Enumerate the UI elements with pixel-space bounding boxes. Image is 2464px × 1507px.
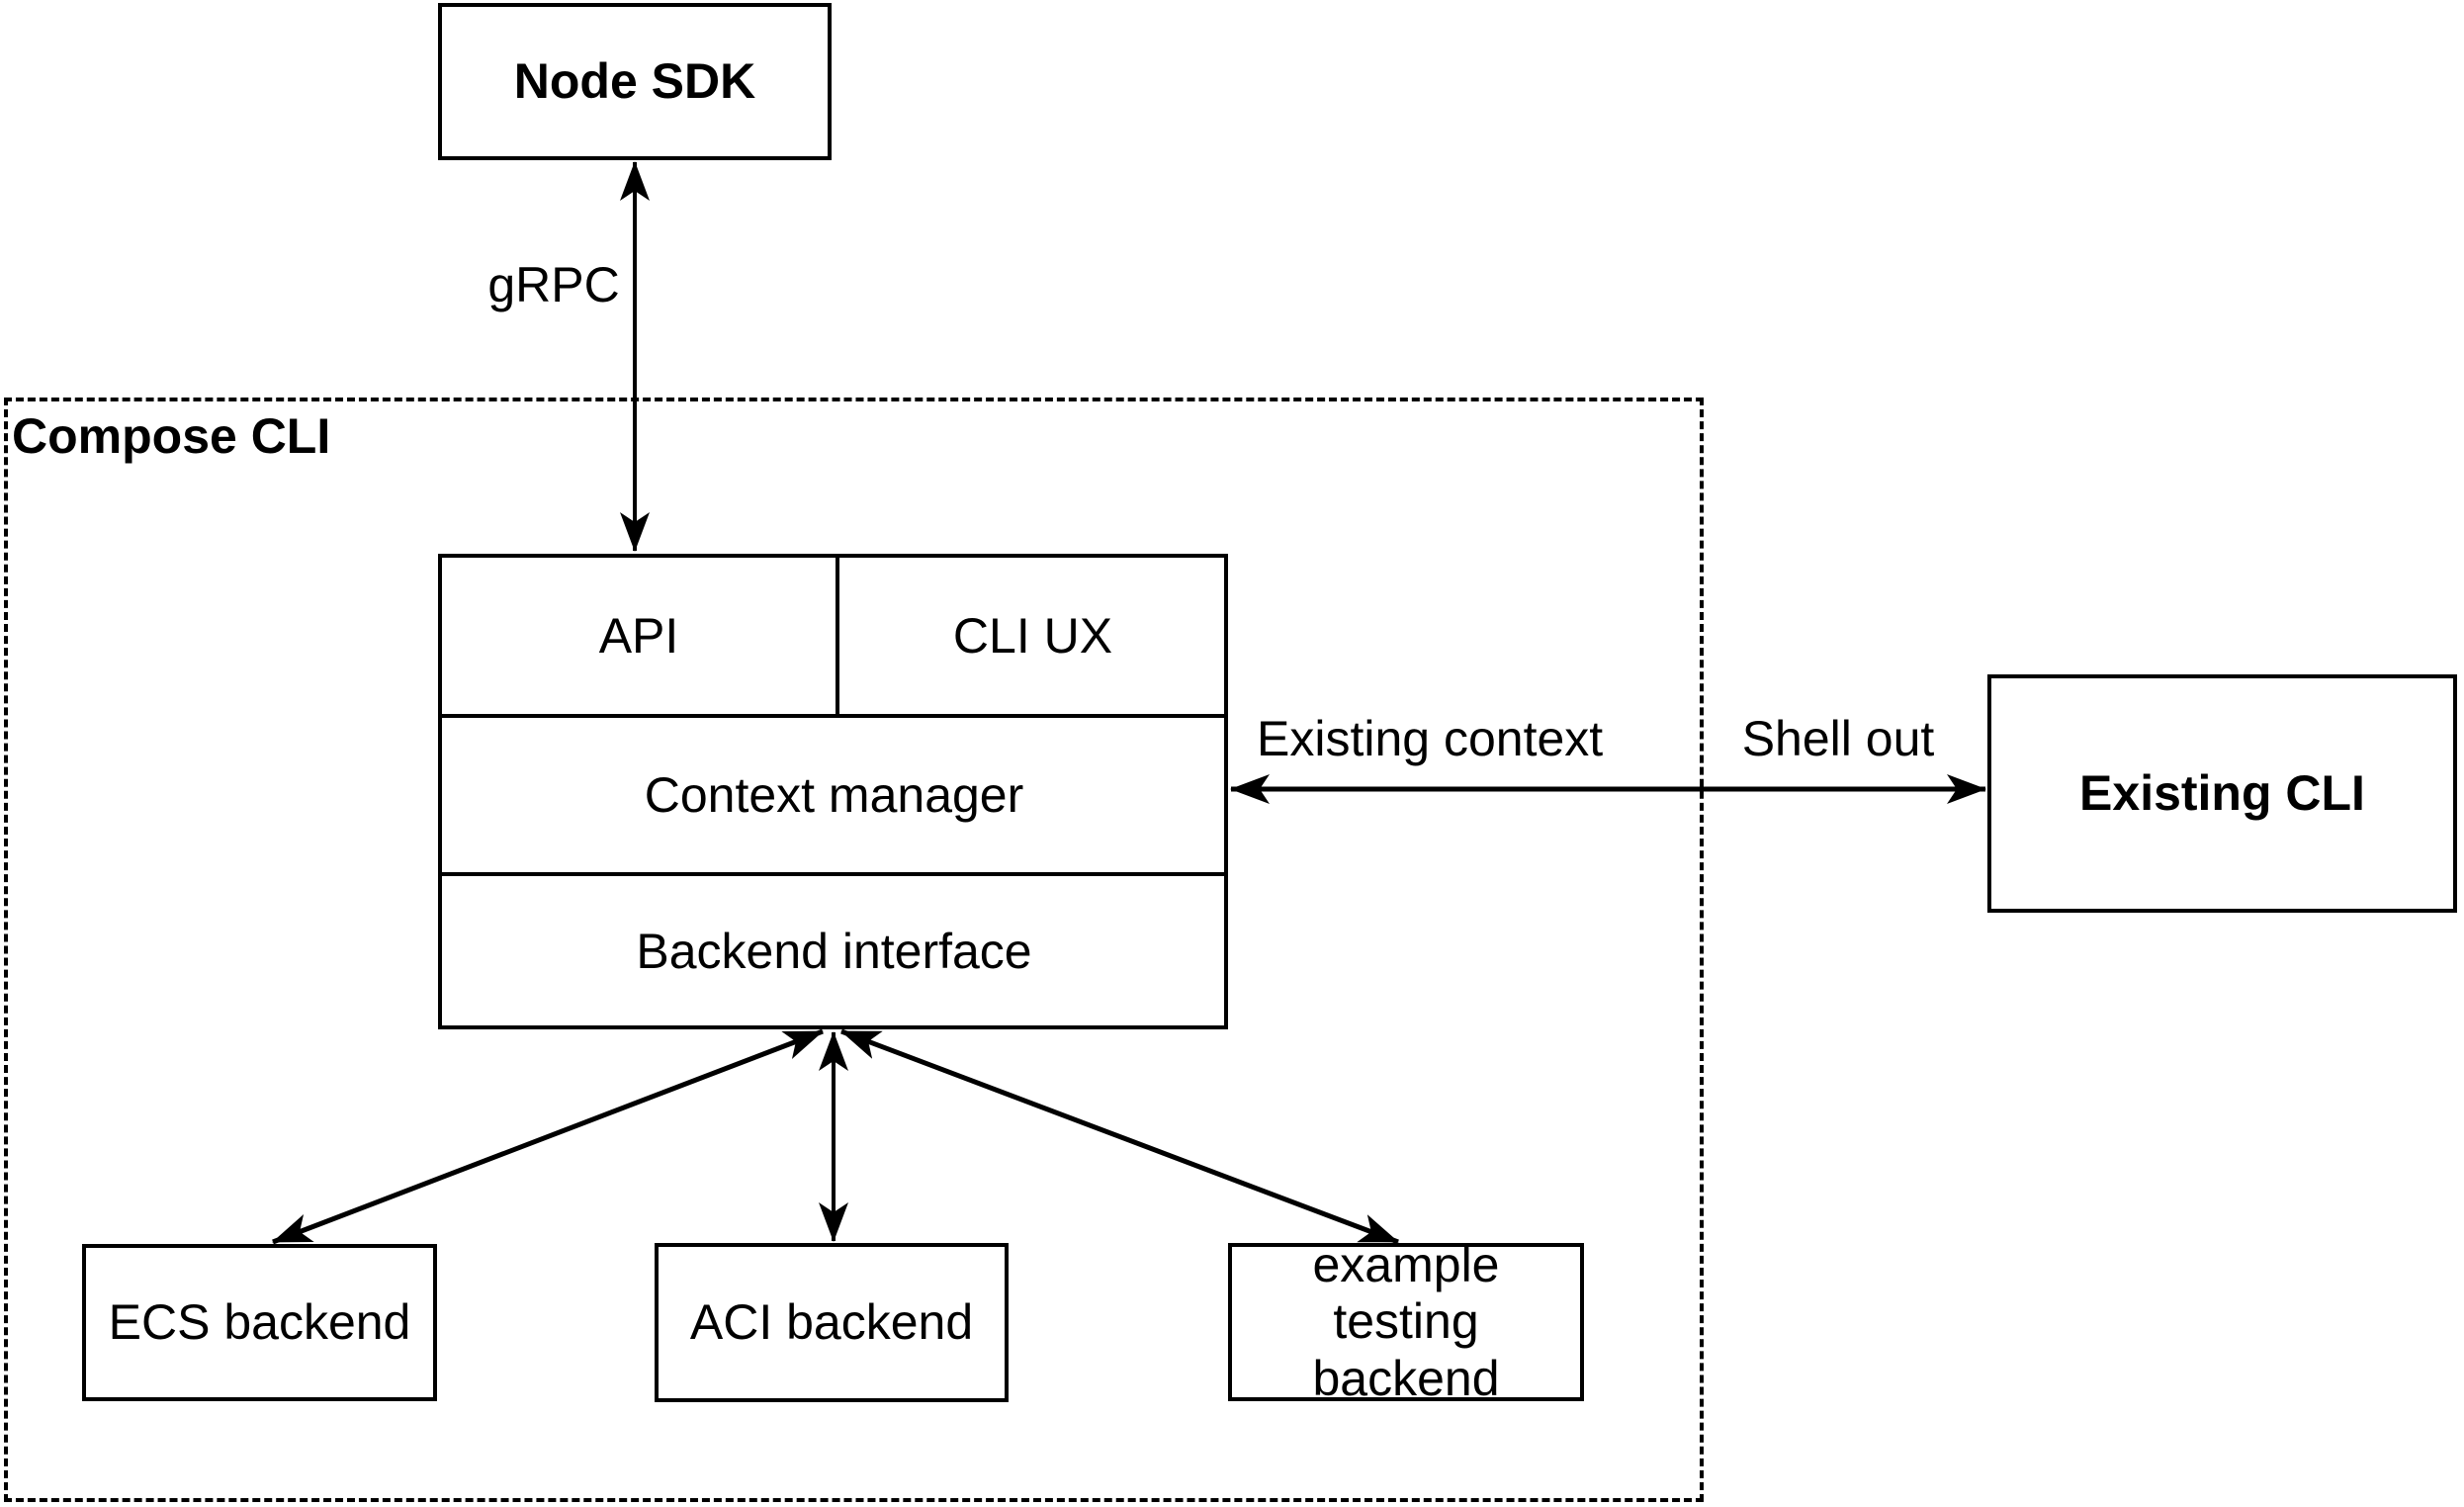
compose-cli-stack-box: API CLI UX Context manager Backend inter… [438, 554, 1228, 1029]
example-testing-backend-label: example testing backend [1312, 1236, 1500, 1406]
stack-divider-bottom [442, 872, 1226, 876]
shell-out-edge-label: Shell out [1741, 711, 1935, 766]
grpc-edge-label: gRPC [487, 257, 620, 312]
aci-backend-label: ACI backend [689, 1293, 974, 1350]
context-manager-cell: Context manager [442, 718, 1226, 872]
cli-ux-label: CLI UX [952, 608, 1113, 664]
api-label: API [598, 608, 679, 664]
cli-ux-cell: CLI UX [839, 558, 1226, 714]
existing-cli-label: Existing CLI [2079, 764, 2365, 821]
compose-cli-group-border [4, 398, 1704, 1502]
existing-cli-box: Existing CLI [1987, 674, 2457, 913]
example-testing-backend-box: example testing backend [1228, 1237, 1584, 1406]
ecs-backend-label: ECS backend [108, 1293, 411, 1350]
api-cell: API [442, 558, 836, 714]
node-sdk-box: Node SDK [438, 3, 832, 160]
node-sdk-label: Node SDK [513, 52, 756, 109]
existing-context-edge-label: Existing context [1257, 711, 1604, 766]
context-manager-label: Context manager [644, 767, 1024, 823]
api-cliux-divider [836, 558, 839, 714]
stack-divider-top [442, 714, 1226, 718]
aci-backend-box: ACI backend [655, 1243, 1009, 1402]
ecs-backend-box: ECS backend [82, 1244, 437, 1401]
compose-cli-group-label: Compose CLI [12, 408, 331, 464]
backend-interface-cell: Backend interface [442, 876, 1226, 1025]
backend-interface-label: Backend interface [636, 923, 1032, 979]
